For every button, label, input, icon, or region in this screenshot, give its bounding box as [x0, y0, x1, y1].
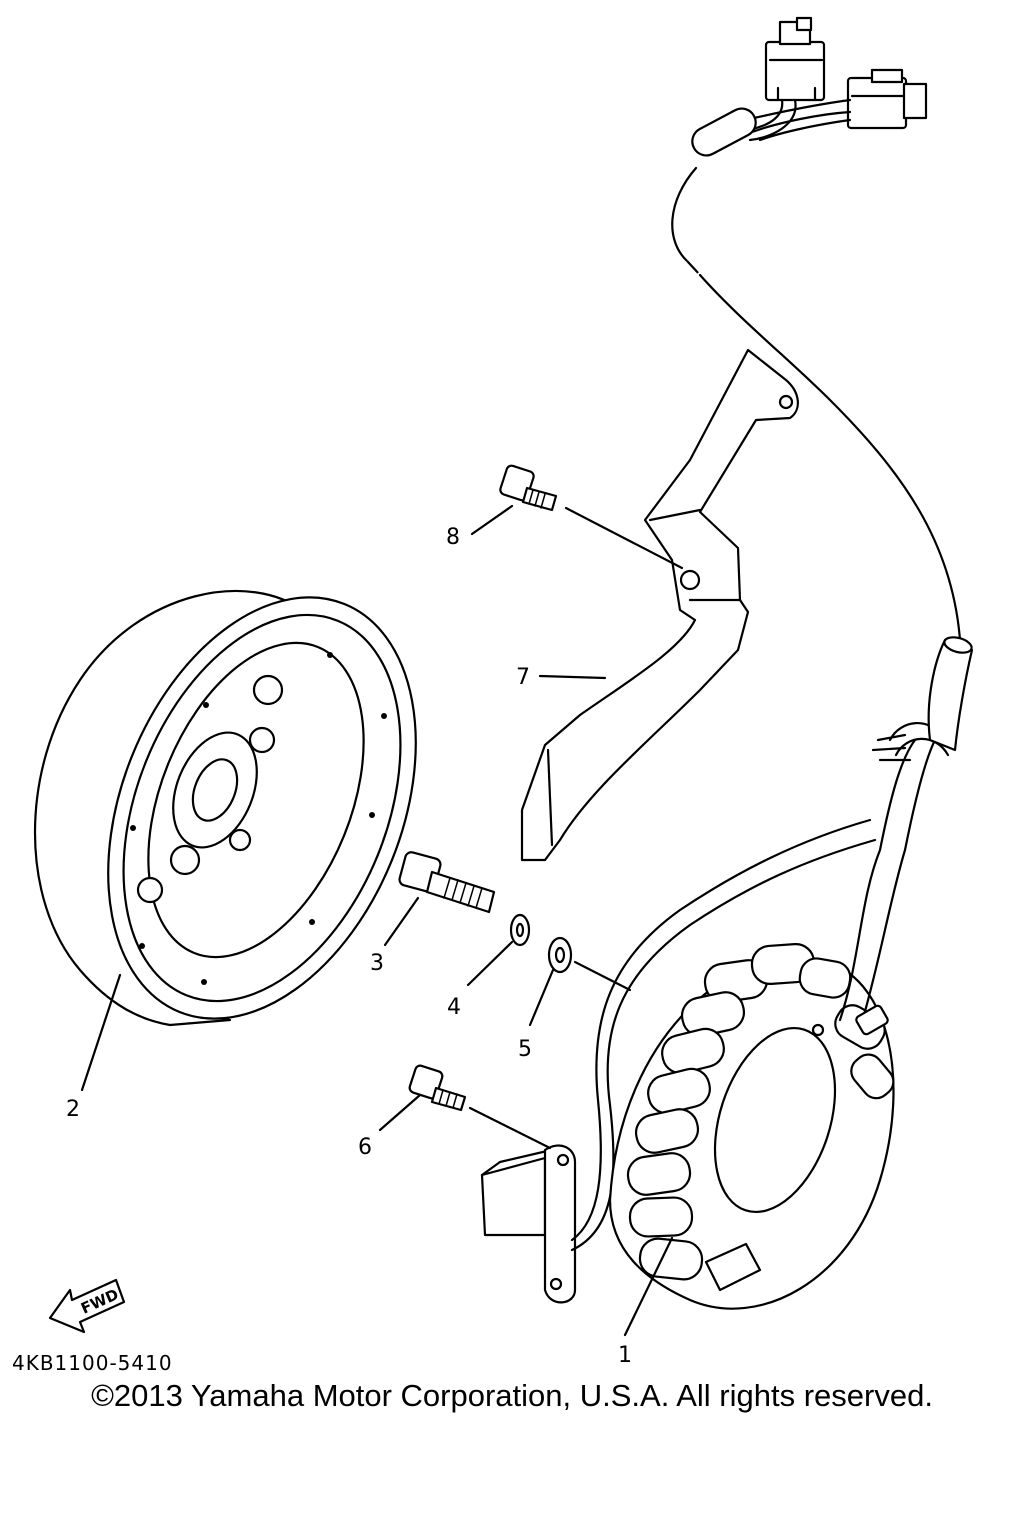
- copyright-notice: ©2013 Yamaha Motor Corporation, U.S.A. A…: [91, 1378, 933, 1413]
- part-code: 4KB1100-5410: [12, 1351, 173, 1375]
- harness-wire-mid: [698, 273, 962, 642]
- leader-6: [378, 1093, 422, 1132]
- callout-6: 6: [358, 1135, 372, 1160]
- part-4-washer: [509, 913, 531, 947]
- leader-7: [538, 674, 607, 680]
- part-2-flywheel-rotor: [34, 589, 417, 1027]
- leader-4: [466, 940, 514, 987]
- part-6-screw: [408, 1064, 467, 1112]
- part-3-bolt: [398, 851, 496, 914]
- leader-3: [383, 896, 420, 947]
- leader-8: [470, 504, 514, 536]
- part-5-washer: [547, 936, 573, 974]
- leader-lines: [80, 504, 684, 1337]
- callout-5: 5: [518, 1037, 532, 1062]
- callout-7: 7: [516, 665, 530, 690]
- fwd-arrow-icon: FWD: [48, 1278, 126, 1334]
- leader-1: [623, 1236, 674, 1337]
- leader-6b: [468, 1106, 552, 1150]
- part-8-screw: [499, 464, 558, 512]
- callout-2: 2: [66, 1097, 80, 1122]
- leader-2: [80, 973, 122, 1092]
- leader-8-dashed: [564, 506, 684, 570]
- harness-wire-upper: [671, 166, 698, 264]
- leader-5: [528, 968, 555, 1027]
- part-7-wire-guide: [520, 348, 799, 862]
- callout-4: 4: [447, 995, 461, 1020]
- part-1-stator: [608, 636, 974, 1310]
- callout-8: 8: [446, 525, 460, 550]
- callout-3: 3: [370, 951, 384, 976]
- harness-connectors: [691, 16, 928, 157]
- callout-1: 1: [618, 1343, 632, 1368]
- leader-5b: [573, 960, 632, 992]
